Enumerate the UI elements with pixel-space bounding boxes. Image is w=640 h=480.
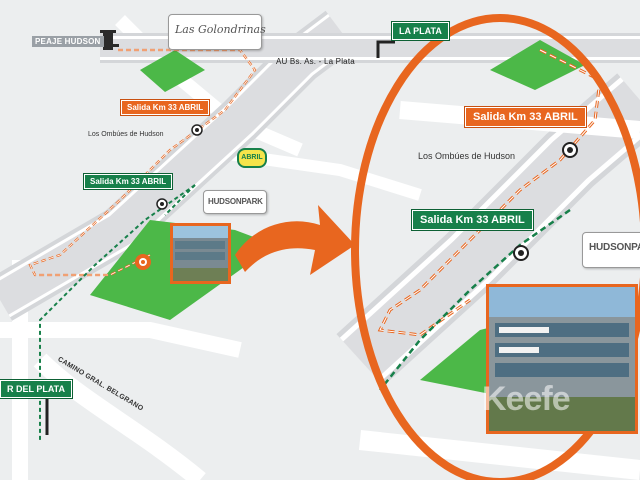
au-label: AU Bs. As. - La Plata: [276, 57, 355, 66]
peaje-label: PEAJE HUDSON: [32, 36, 104, 47]
green-lot-top: [140, 50, 205, 92]
la-plata-sign: LA PLATA: [392, 22, 449, 40]
golondrinas-logo-text: Las Golondrinas: [175, 23, 266, 36]
hudson-park-logo: HUDSONPARK: [203, 190, 267, 214]
ombues-zoom-label: Los Ombúes de Hudson: [418, 151, 516, 161]
abril-logo: ABRIL: [237, 148, 267, 168]
salida-orange-sign: Salida Km 33 ABRIL: [121, 100, 210, 115]
del-plata-sign: R DEL PLATA: [0, 380, 72, 398]
building-photo-small: [170, 223, 231, 284]
zoom-circle: [351, 14, 640, 480]
exit-marker-orange-zoom: [562, 142, 578, 158]
salida-orange-zoom-sign: Salida Km 33 ABRIL: [465, 107, 586, 127]
hudson-park-logo-text: HUDSONPARK: [208, 197, 263, 206]
green-lot-zoom-top: [490, 40, 585, 90]
exit-marker-green-zoom: [513, 245, 529, 261]
toll-booth-icon: [100, 30, 119, 50]
golondrinas-logo: Las Golondrinas: [168, 14, 266, 50]
zoom-arrow-icon: [235, 205, 355, 275]
building-photo-large: [486, 284, 638, 434]
watermark: Keefe: [482, 380, 571, 418]
location-pin: [135, 254, 151, 270]
salida-green-zoom-sign: Salida Km 33 ABRIL: [412, 210, 533, 230]
hudson-park-zoom-logo: HUDSONPA: [582, 232, 640, 268]
salida-green-sign: Salida Km 33 ABRIL: [84, 174, 173, 189]
exit-marker-green: [156, 198, 168, 210]
building-large-icon: [489, 287, 635, 431]
exit-marker-orange: [191, 124, 203, 136]
hudson-park-zoom-logo-text: HUDSONPA: [589, 242, 640, 253]
ombues-label: Los Ombúes de Hudson: [88, 131, 164, 138]
building-small-icon: [173, 226, 228, 281]
